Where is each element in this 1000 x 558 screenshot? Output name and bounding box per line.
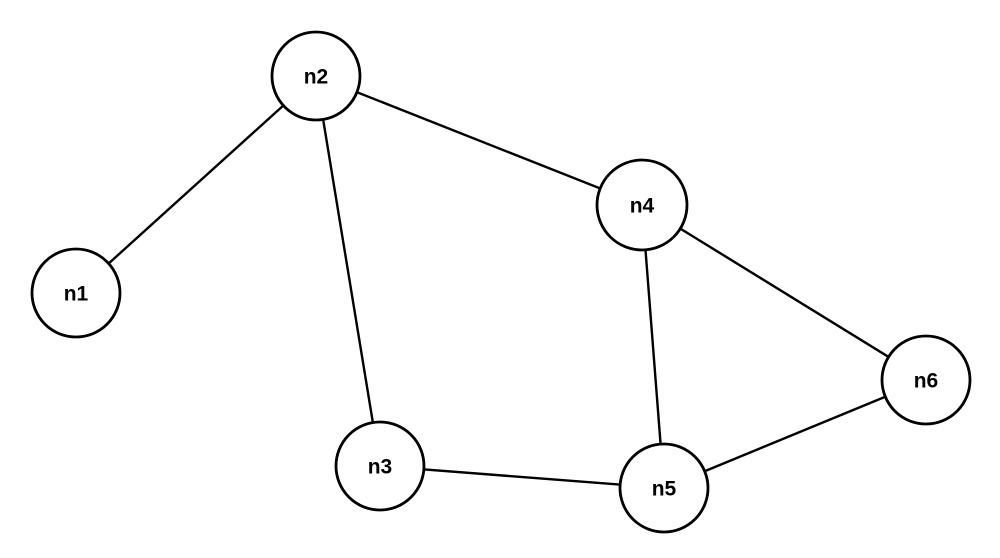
node-label-n5: n5 [652,477,677,500]
edge-n2-n3 [314,75,382,467]
node-circle-n2[interactable] [270,30,362,122]
edge-n2-n4 [315,74,643,207]
node-circle-n3[interactable] [334,420,426,512]
node-circle-n5[interactable] [618,442,710,534]
graph-node-n2[interactable]: n2 [270,30,362,122]
graph-node-n1[interactable]: n1 [30,247,122,339]
node-label-n4: n4 [630,194,655,217]
edge-n4-n6 [641,203,927,382]
node-label-n1: n1 [64,282,89,305]
graph-node-n3[interactable]: n3 [334,420,426,512]
graph-node-n5[interactable]: n5 [618,442,710,534]
node-label-n6: n6 [914,369,939,392]
edge-n1-n2 [75,75,317,294]
node-circle-n6[interactable] [880,334,972,426]
edge-n3-n5 [379,464,665,490]
node-circle-n1[interactable] [30,247,122,339]
node-label-n3: n3 [368,455,393,478]
edge-n4-n5 [640,204,666,489]
edge-n5-n6 [663,378,927,490]
node-label-n2: n2 [304,65,329,88]
graph-node-n4[interactable]: n4 [595,158,689,252]
node-circle-n4[interactable] [595,158,689,252]
graph-node-n6[interactable]: n6 [880,334,972,426]
